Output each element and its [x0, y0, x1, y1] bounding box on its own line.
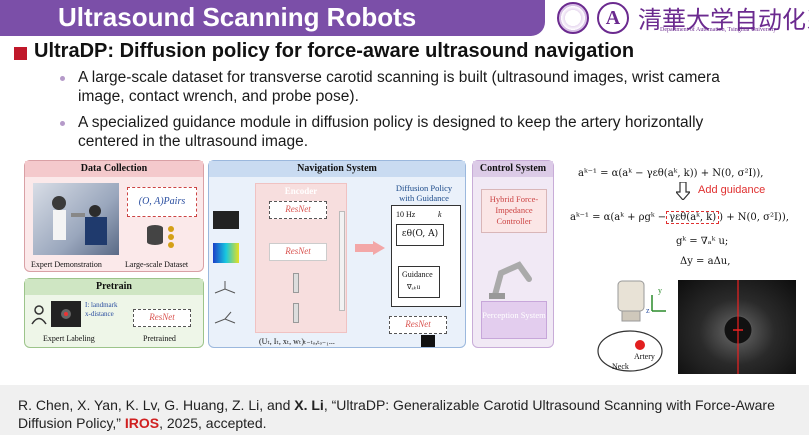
add-guidance-label: Add guidance	[698, 184, 766, 196]
feature-concat	[339, 211, 345, 311]
probe-neck-diagram	[596, 275, 676, 375]
tsinghua-seal-logo	[557, 2, 589, 34]
encoder-resnet-2: ResNet	[269, 243, 327, 261]
title-bar: Ultrasound Scanning Robots	[0, 0, 545, 36]
expert-demo-label: Expert Demonstration	[31, 260, 102, 269]
department-name-en: Department of Automation, Tsinghua Unive…	[660, 27, 777, 33]
navigation-title: Navigation System	[209, 161, 465, 177]
equation-2-left: aᵏ⁻¹ = α(aᵏ + ρgᵏ −	[570, 212, 667, 223]
bullet-1: A large-scale dataset for transverse car…	[78, 68, 778, 106]
diffusion-title: Diffusion Policy	[395, 183, 453, 193]
artery-label: Artery	[634, 352, 655, 361]
guidance-label: Guidance	[402, 270, 433, 279]
navigation-panel: Navigation System Encoder ResNet ResNet …	[208, 160, 466, 348]
equation-4: Δy = aΔu,	[680, 256, 731, 267]
k-label: k	[438, 210, 442, 219]
citation-authors: R. Chen, X. Yan, K. Lv, G. Huang, Z. Li,…	[18, 397, 295, 413]
hybrid-controller-block: Hybrid Force-Impedance Controller	[481, 189, 547, 233]
ultrasound-image	[678, 280, 796, 374]
pretrain-resnet: ResNet	[133, 309, 191, 327]
control-panel: Control System Hybrid Force-Impedance Co…	[472, 160, 554, 348]
encoder-label: Encoder	[284, 186, 318, 196]
mlp-block-2	[293, 303, 299, 323]
neck-label: Neck	[612, 362, 629, 371]
data-collection-title: Data Collection	[25, 161, 203, 177]
encoder-resnet-1: ResNet	[269, 201, 327, 219]
bullet-2-line2: centered in the ultrasound image.	[78, 133, 309, 150]
bullet-dot-icon	[60, 121, 65, 126]
bullet-1-line1: A large-scale dataset for transverse car…	[78, 69, 720, 86]
heading-bullet-icon	[14, 47, 27, 60]
pretrain-title: Pretrain	[25, 279, 203, 295]
arrow-icon	[355, 241, 385, 255]
person-icon	[31, 305, 47, 325]
ultrasound-thumb	[51, 301, 81, 327]
landmark-label: I: landmark	[85, 301, 118, 309]
gradient-label: ∇ₐₖu	[407, 283, 421, 291]
citation: R. Chen, X. Yan, K. Lv, G. Huang, Z. Li,…	[18, 396, 798, 432]
dataset-label: Large-scale Dataset	[125, 260, 189, 269]
pose-input-icon	[213, 279, 239, 297]
pretrained-label: Pretrained	[143, 334, 176, 343]
observation-inputs: (Uₜ, Iₜ, xₜ, wₜ)ₜ₋ₜₒ,ₜₒ₋₁...	[259, 337, 335, 346]
bullet-dot-icon	[60, 76, 65, 81]
data-collection-panel: Data Collection (O, A)Pairs Expert Demon…	[24, 160, 204, 272]
ultrasound-input-thumb	[213, 211, 239, 229]
down-arrow-icon	[674, 181, 692, 201]
department-name-cn: 清華大学自动化系	[638, 6, 809, 34]
dataset-icon	[145, 223, 181, 249]
eps-block: εθ(O, A)	[396, 224, 444, 246]
diffusion-box: 10 Hz k εθ(O, A) Guidance ∇ₐₖu	[391, 205, 461, 307]
citation-tail: , 2025, accepted.	[159, 415, 267, 431]
equation-2: aᵏ⁻¹ = α(aᵏ + ρgᵏ −γεθ(aᵏ, k)) + N(0, σ²…	[570, 211, 789, 224]
robot-arm-icon	[485, 243, 541, 301]
control-title: Control System	[473, 161, 553, 177]
frequency-label: 10 Hz	[396, 210, 416, 219]
axis-z-label: z	[646, 306, 650, 315]
citation-bar	[0, 385, 809, 435]
citation-bold-author: X. Li	[294, 397, 324, 413]
equation-2-right: ) + N(0, σ²I)),	[719, 212, 789, 223]
perception-system-block: Perception System	[481, 301, 547, 339]
operator-illustration	[52, 196, 107, 245]
equation-2-box: γεθ(aᵏ, k)	[666, 211, 720, 224]
expert-demo-photo	[33, 183, 119, 255]
x-distance-label: x-distance	[85, 310, 114, 318]
slide-title: Ultrasound Scanning Robots	[58, 2, 417, 32]
camera-input-thumb	[213, 243, 239, 263]
wrist-resnet: ResNet	[389, 316, 447, 334]
axis-y-label: y	[658, 286, 662, 295]
citation-title: , “UltraDP: Generalizable Carotid Ultras…	[18, 397, 775, 431]
bullet-2: A specialized guidance module in diffusi…	[78, 113, 778, 151]
equation-1: aᵏ⁻¹ = α(aᵏ − γεθ(aᵏ, k)) + N(0, σ²I)),	[578, 168, 764, 179]
expert-labeling-label: Expert Labeling	[43, 334, 95, 343]
bullet-1-line2: image, contact wrench, and probe pose).	[78, 88, 359, 105]
section-heading: UltraDP: Diffusion policy for force-awar…	[34, 40, 635, 62]
mlp-block-1	[293, 273, 299, 293]
diffusion-subtitle: with Guidance	[399, 193, 449, 203]
wrench-input-icon	[213, 309, 239, 327]
oa-pairs-box: (O, A)Pairs	[127, 187, 197, 217]
bullet-2-line1: A specialized guidance module in diffusi…	[78, 114, 704, 131]
pretrain-panel: Pretrain I: landmark x-distance ResNet E…	[24, 278, 204, 348]
guidance-block: Guidance ∇ₐₖu	[398, 266, 440, 298]
equation-3: gᵏ = ∇ₐᵏ u;	[676, 236, 729, 247]
wrist-camera-thumb	[421, 335, 435, 347]
automation-logo: A	[597, 2, 629, 34]
citation-venue: IROS	[124, 415, 160, 431]
